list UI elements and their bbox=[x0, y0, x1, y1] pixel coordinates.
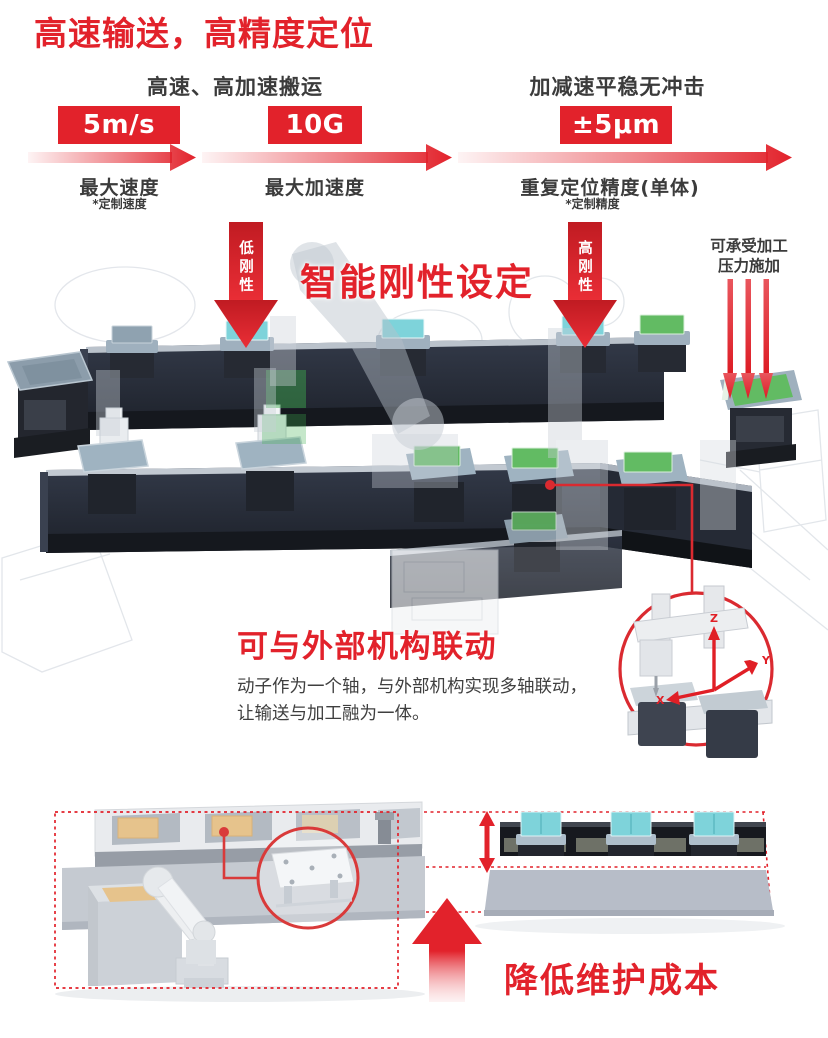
legacy-machine bbox=[54, 801, 425, 989]
rail-shadow bbox=[475, 918, 785, 934]
carrier-with-fixture bbox=[77, 407, 149, 514]
maintenance-zone-box bbox=[54, 811, 399, 989]
spindle-tool bbox=[378, 816, 391, 844]
robot-arm bbox=[142, 866, 229, 988]
page-title: 高速输送，高精度定位 bbox=[34, 14, 374, 53]
standalone-module-left bbox=[6, 351, 94, 458]
benefit-up-arrow bbox=[412, 898, 482, 1002]
axis-label-x: X bbox=[656, 694, 665, 707]
pressure-label: 可承受加工 压力施加 bbox=[690, 236, 808, 277]
ghost-robot-arm bbox=[262, 242, 458, 488]
compact-carriage-teal bbox=[689, 811, 739, 856]
ghost-machine bbox=[391, 549, 499, 635]
pallet bbox=[211, 815, 253, 837]
metric-label-acceleration: 最大加速度 bbox=[264, 177, 365, 199]
high-stiffness-label: 高刚性 bbox=[576, 240, 592, 296]
pallet bbox=[102, 886, 156, 902]
pressure-arrows bbox=[723, 279, 773, 399]
low-stiffness-arrow bbox=[214, 222, 278, 348]
arrow-segment-2 bbox=[202, 144, 452, 171]
group-label-smooth: 加减速平稳无冲击 bbox=[529, 75, 706, 99]
low-stiffness-label: 低刚性 bbox=[237, 240, 253, 296]
ghost-robot-columns bbox=[96, 328, 736, 550]
metric-label-speed: 最大速度 bbox=[79, 177, 160, 199]
linkage-description: 动子作为一个轴，与外部机构实现多轴联动， 让输送与加工融为一体。 bbox=[237, 674, 587, 728]
axis-label-y: Y bbox=[761, 654, 771, 667]
pressure-line-1: 可承受加工 bbox=[710, 237, 788, 255]
group-label-speed: 高速、高加速搬运 bbox=[147, 75, 323, 99]
carrier-module-green bbox=[406, 445, 476, 522]
arrow-segment-3 bbox=[458, 144, 792, 171]
transport-system-render: Z Y X bbox=[1, 242, 828, 758]
arrow-segment-1 bbox=[28, 144, 196, 171]
spec-badge-precision: ±5μm bbox=[560, 106, 672, 144]
speed-axis-arrows bbox=[28, 144, 792, 171]
maintenance-heading: 降低维护成本 bbox=[504, 961, 720, 1001]
carrier-with-fixture bbox=[235, 404, 307, 511]
carrier-module-green bbox=[634, 314, 690, 372]
maintenance-figure bbox=[54, 801, 785, 1002]
stiffness-heading: 智能刚性设定 bbox=[300, 261, 534, 304]
carrier-module-green bbox=[616, 451, 688, 530]
linkage-callout: Z Y X bbox=[545, 480, 774, 758]
standalone-module-right bbox=[720, 370, 802, 468]
fixture-callout bbox=[219, 826, 360, 930]
carrier-module bbox=[106, 325, 158, 378]
spec-badge-speed: 5m/s bbox=[58, 106, 180, 144]
linkage-description-line-1: 动子作为一个轴，与外部机构实现多轴联动， bbox=[237, 677, 587, 697]
carrier-module-green bbox=[504, 511, 568, 572]
spec-badge-acceleration: 10G bbox=[268, 106, 362, 144]
compact-rail bbox=[479, 811, 774, 916]
compact-carriage-teal bbox=[516, 811, 566, 856]
machine-shadow bbox=[55, 986, 425, 1002]
linkage-heading: 可与外部机构联动 bbox=[237, 629, 497, 665]
axis-label-z: Z bbox=[710, 612, 718, 625]
pressure-line-2: 压力施加 bbox=[717, 257, 780, 276]
carrier-module-teal bbox=[376, 318, 430, 376]
linkage-description-line-2: 让输送与加工融为一体。 bbox=[237, 704, 430, 725]
high-stiffness-arrow bbox=[553, 222, 617, 348]
metric-note-speed: *定制速度 bbox=[92, 197, 147, 211]
rail-height-arrow bbox=[479, 811, 495, 873]
compact-carriage-teal bbox=[606, 811, 656, 856]
pallet bbox=[117, 817, 159, 839]
metric-label-precision: 重复定位精度(单体) bbox=[520, 177, 700, 199]
xyz-axes bbox=[666, 626, 758, 705]
callout-gantry-detail: Z Y X bbox=[627, 585, 773, 758]
metric-note-precision: *定制精度 bbox=[565, 197, 620, 211]
